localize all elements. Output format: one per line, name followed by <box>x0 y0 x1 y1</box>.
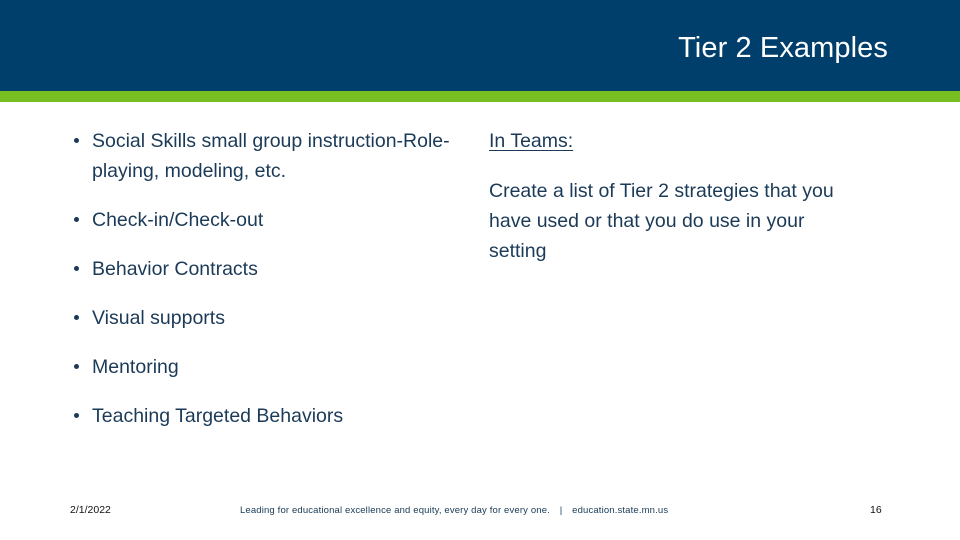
slide-title: Tier 2 Examples <box>678 32 888 64</box>
list-item-label: Teaching Targeted Behaviors <box>92 405 344 427</box>
list-item-label: Social Skills small group instruction-Ro… <box>92 130 450 182</box>
footer-separator: | <box>559 505 563 516</box>
left-content-column: Social Skills small group instruction-Ro… <box>68 126 468 431</box>
slide-footer: 2/1/2022 Leading for educational excelle… <box>0 500 960 524</box>
list-item: Social Skills small group instruction-Ro… <box>68 126 468 186</box>
bullet-dot-icon <box>74 364 79 369</box>
bullet-dot-icon <box>74 266 79 271</box>
footer-page-number: 16 <box>870 504 882 516</box>
slide-body: Social Skills small group instruction-Ro… <box>0 102 960 492</box>
tier2-examples-list: Social Skills small group instruction-Ro… <box>68 126 468 431</box>
header-band <box>0 0 960 91</box>
list-item: Mentoring <box>68 352 468 382</box>
list-item: Behavior Contracts <box>68 254 468 284</box>
header-accent-bar <box>0 91 960 102</box>
list-item: Visual supports <box>68 303 468 333</box>
bullet-dot-icon <box>74 413 79 418</box>
bullet-dot-icon <box>74 315 79 320</box>
list-item-label: Mentoring <box>92 356 179 378</box>
footer-date: 2/1/2022 <box>70 504 111 516</box>
bullet-dot-icon <box>74 217 79 222</box>
in-teams-instructions: Create a list of Tier 2 strategies that … <box>489 180 834 262</box>
list-item-label: Visual supports <box>92 307 225 329</box>
list-item-label: Behavior Contracts <box>92 258 258 280</box>
footer-tagline-text: Leading for educational excellence and e… <box>240 505 550 516</box>
in-teams-heading: In Teams: <box>489 130 574 152</box>
footer-website: education.state.mn.us <box>572 505 669 516</box>
list-item: Check-in/Check-out <box>68 205 468 235</box>
right-content-column: In Teams: Create a list of Tier 2 strate… <box>489 126 879 266</box>
bullet-dot-icon <box>74 138 79 143</box>
footer-tagline: Leading for educational excellence and e… <box>240 504 668 518</box>
list-item: Teaching Targeted Behaviors <box>68 401 468 431</box>
list-item-label: Check-in/Check-out <box>92 209 264 231</box>
